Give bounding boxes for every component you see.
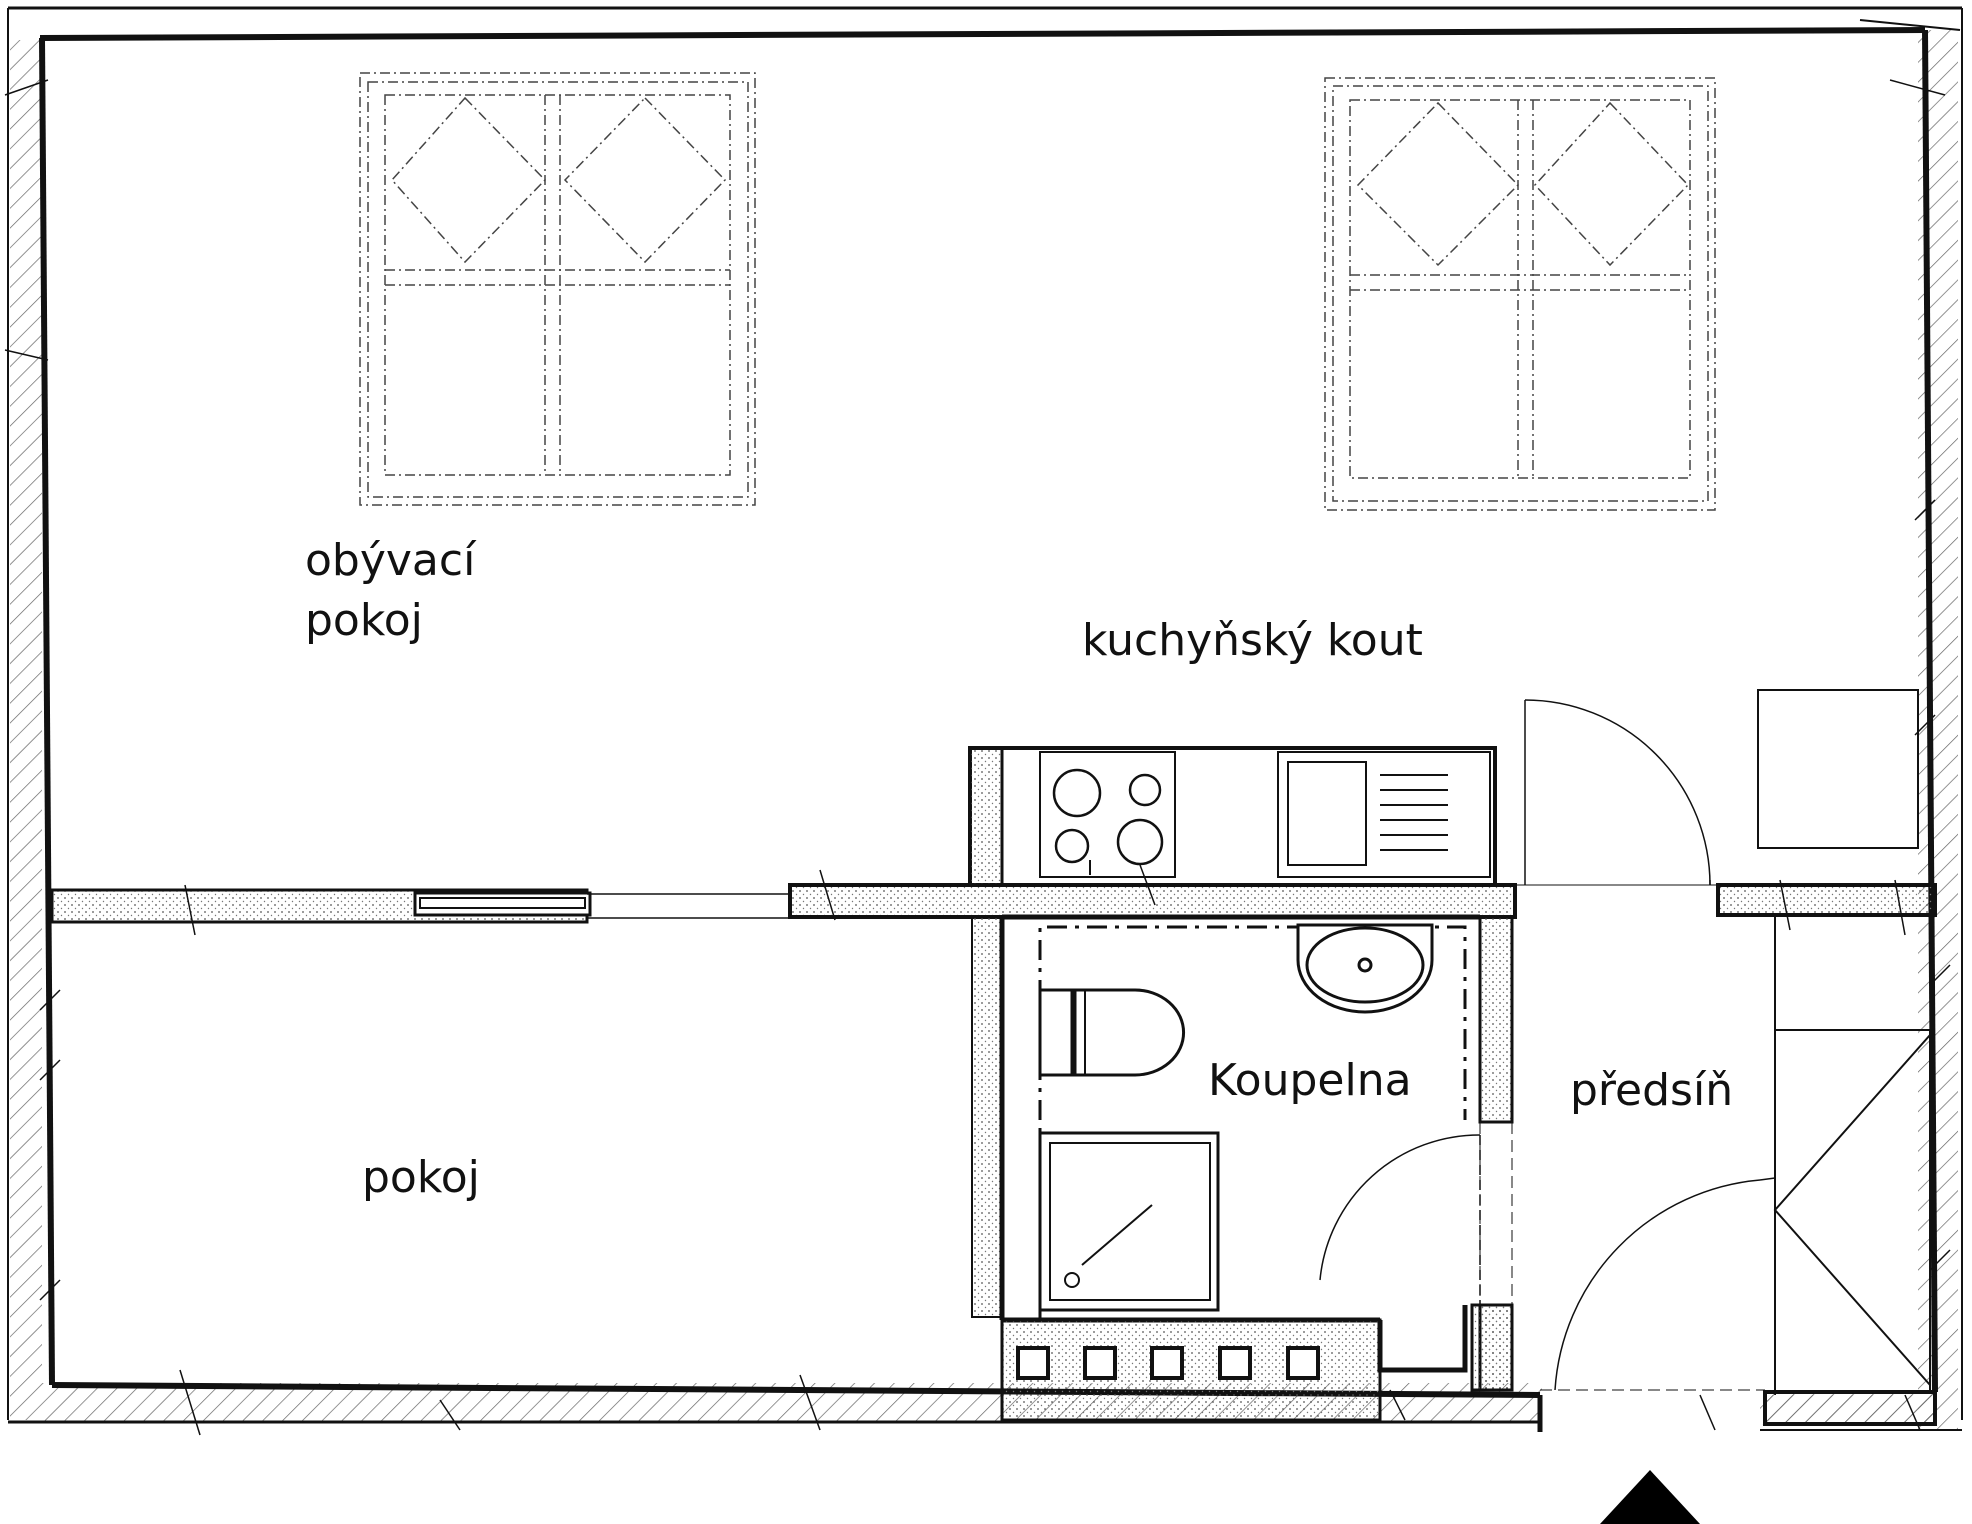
kitchen-door [1524, 699, 1711, 886]
toilet [1038, 988, 1185, 1077]
label-living-room-line2: pokoj [305, 595, 423, 646]
label-kitchenette: kuchyňský kout [1082, 615, 1423, 666]
partition-wall [50, 883, 1937, 924]
entrance-arrow-icon [1600, 1470, 1700, 1524]
shower [1038, 1131, 1220, 1312]
label-hallway: předsíň [1570, 1065, 1733, 1116]
hallway-walls [1470, 917, 1937, 1432]
kitchen-counter [968, 746, 1497, 887]
window-left [359, 72, 756, 506]
dimension-ticks [4, 79, 1951, 1436]
label-bathroom: Koupelna [1208, 1055, 1412, 1106]
bathroom-walls [971, 914, 1514, 1422]
bathroom-door [1319, 1134, 1481, 1305]
label-living-room-line1: obývací [305, 535, 477, 586]
sink [1296, 923, 1434, 1014]
hall-cabinet [1757, 689, 1919, 849]
window-right [1324, 77, 1716, 511]
label-bedroom: pokoj [362, 1152, 480, 1203]
